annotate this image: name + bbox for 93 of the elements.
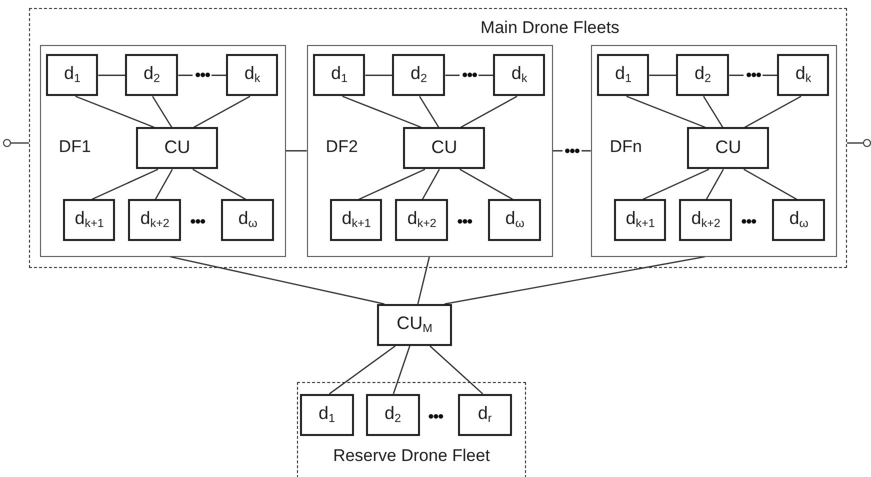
connector-line <box>193 96 250 128</box>
terminal-circle <box>863 139 871 147</box>
node-label: d$_{ω}$ <box>789 209 808 232</box>
drone-box <box>614 199 666 242</box>
terminal-circle <box>3 139 11 147</box>
drone-box <box>493 54 546 96</box>
node-label: d$_{k}$ <box>795 64 812 86</box>
node-label: d$_{ω}$ <box>238 209 258 232</box>
drone-box <box>313 54 366 96</box>
drone-box <box>772 199 826 242</box>
node-label: d$_{k+1}$ <box>74 209 104 232</box>
connector-line <box>11 142 29 144</box>
fleet-box <box>306 44 553 257</box>
connector-line <box>392 346 410 394</box>
node-label: d$_{r}$ <box>478 404 492 426</box>
drone-box <box>458 394 512 436</box>
connector-line <box>743 168 797 200</box>
control-unit-box <box>136 127 218 170</box>
node-label: d$_{1}$ <box>64 64 81 86</box>
drone-box <box>366 394 420 436</box>
node-label: CU <box>431 138 458 158</box>
control-unit-box <box>403 127 486 170</box>
node-label: CU$_{M}$ <box>396 314 432 336</box>
drone-box <box>597 54 650 96</box>
connector-line <box>419 96 440 128</box>
ellipsis-dots: ••• <box>190 213 205 230</box>
node-label: d$_{1}$ <box>318 404 336 426</box>
drone-box <box>392 54 446 96</box>
control-unit-box <box>377 304 452 346</box>
node-label: d$_{k}$ <box>244 64 260 86</box>
node-label: d$_{k+1}$ <box>626 209 655 232</box>
fleet-box <box>590 44 837 257</box>
group-title: Main Drone Fleets <box>480 19 620 38</box>
connector-line <box>342 96 422 128</box>
drone-box <box>221 199 274 242</box>
connector-line <box>365 74 392 76</box>
group-title: Reserve Drone Fleet <box>332 447 491 466</box>
connector-line <box>92 168 158 200</box>
ellipsis-dots: ••• <box>428 408 443 425</box>
connector-line <box>422 168 440 200</box>
node-label: d$_{2}$ <box>694 64 712 86</box>
connector-line <box>703 96 724 128</box>
connector-line <box>649 74 676 76</box>
connector-line <box>744 96 802 128</box>
ellipsis-dots: ••• <box>457 213 472 230</box>
connector-line <box>98 74 126 76</box>
connector-line <box>706 168 724 200</box>
connector-line <box>847 142 863 144</box>
node-label: d$_{2}$ <box>144 64 160 86</box>
connector-line <box>154 168 173 200</box>
drone-box <box>676 54 730 96</box>
connector-line <box>460 96 518 128</box>
fleet-box <box>40 44 286 257</box>
fleet-label: DF1 <box>58 138 92 156</box>
drone-box <box>488 199 542 242</box>
connector-line <box>358 168 426 200</box>
drone-box <box>395 199 448 242</box>
dashed-group-frame <box>29 8 847 268</box>
drone-box <box>63 199 116 242</box>
connector-line <box>642 168 710 200</box>
node-label: d$_{k+2}$ <box>140 209 170 232</box>
drone-box <box>125 54 178 96</box>
node-label: d$_{k+2}$ <box>691 209 720 232</box>
node-label: CU <box>164 138 190 158</box>
node-label: d$_{ω}$ <box>505 209 524 232</box>
connector-line <box>75 96 154 128</box>
drone-box <box>128 199 182 242</box>
connector-line <box>192 168 246 200</box>
connector-line <box>286 150 307 152</box>
ellipsis-dots: ••• <box>741 213 756 230</box>
node-label: d$_{1}$ <box>615 64 632 86</box>
node-label: d$_{k+1}$ <box>342 209 371 232</box>
connector-line <box>459 168 513 200</box>
drone-box <box>226 54 278 96</box>
node-label: CU <box>715 138 742 158</box>
node-label: d$_{2}$ <box>384 404 402 426</box>
node-label: d$_{k}$ <box>511 64 528 86</box>
dashed-group-frame <box>297 382 526 477</box>
drone-box <box>330 199 382 242</box>
drone-box <box>679 199 732 242</box>
node-label: d$_{1}$ <box>331 64 348 86</box>
connector-line <box>417 256 430 304</box>
connector-line <box>329 345 396 394</box>
fleet-label: DF2 <box>326 138 359 156</box>
drone-box <box>300 394 354 436</box>
fleet-label: DFn <box>610 138 643 156</box>
drone-box <box>777 54 830 96</box>
connector-line <box>626 96 706 128</box>
node-label: d$_{k+2}$ <box>407 209 436 232</box>
node-label: d$_{2}$ <box>410 64 428 86</box>
connector-line <box>152 96 172 128</box>
drone-box <box>46 54 98 96</box>
control-unit-box <box>687 127 770 170</box>
